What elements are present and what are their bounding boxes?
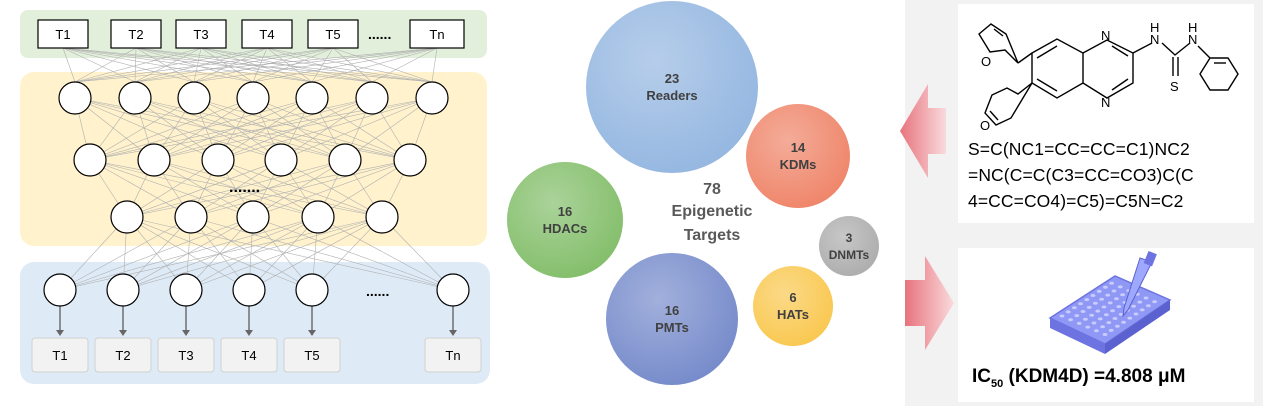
output-target-label: T4: [241, 348, 256, 363]
smiles-line: 4=CC=CO4)=C5)=C5N=C2: [968, 191, 1184, 211]
output-target-box: [283, 337, 341, 373]
bubble-label: HDACs: [543, 221, 588, 236]
neuron-node: [236, 200, 270, 234]
neuron-node: [355, 81, 389, 115]
output-target-label: T2: [115, 348, 130, 363]
bubble-label: DNMTs: [829, 248, 870, 262]
ic50-value: (KDM4D) =4.808 μM: [1003, 366, 1186, 387]
molecule-atoms: O O N N N H N H S: [980, 20, 1197, 133]
input-target-label: T2: [128, 27, 143, 42]
center-label-line1: Epigenetic: [672, 203, 753, 220]
neuron-node: [328, 143, 362, 177]
input-target-label: T5: [325, 27, 340, 42]
neuron-node: [201, 143, 235, 177]
input-target-box: [37, 19, 89, 49]
center-count: 78: [703, 181, 721, 198]
input-target-box: [307, 19, 359, 49]
output-arrows: [56, 306, 457, 336]
input-target-box: [241, 19, 293, 49]
neuron-node: [169, 273, 203, 307]
hidden-band: [20, 72, 487, 246]
output-target-box: [424, 337, 482, 373]
svg-text:N: N: [1101, 95, 1110, 110]
input-target-boxes: T1 T2 T3 T4 T5 Tn: [37, 19, 465, 49]
bubble-label: KDMs: [780, 157, 817, 172]
bubble-count: 6: [789, 290, 796, 305]
hidden-ellipsis: .......: [229, 179, 260, 196]
smiles-string: S=C(NC1=CC=CC=C1)NC2 =NC(C=C(C3=CC=CO3)C…: [968, 136, 1230, 214]
input-ellipsis: ......: [368, 26, 391, 42]
neuron-node: [118, 81, 152, 115]
svg-text:O: O: [980, 118, 990, 133]
right-arrow: [905, 256, 954, 350]
input-target-label: T1: [55, 27, 70, 42]
bubble-label: PMTs: [655, 320, 689, 335]
ic50-subscript: 50: [991, 377, 1004, 390]
bubble-count: 3: [846, 231, 853, 245]
ic50-prefix: IC: [972, 366, 991, 387]
neuron-node: [415, 81, 449, 115]
smiles-line: =NC(C=C(C3=CC=CO3)C(C: [968, 165, 1194, 185]
neuron-node: [295, 273, 329, 307]
svg-text:H: H: [1188, 20, 1197, 35]
svg-text:H: H: [1150, 20, 1159, 35]
neuron-node: [365, 200, 399, 234]
svg-text:O: O: [981, 54, 991, 69]
neuron-node: [73, 143, 107, 177]
neuron-node: [232, 273, 266, 307]
input-target-label: Tn: [429, 27, 444, 42]
input-target-box: [409, 19, 465, 49]
neuron-node: [393, 143, 427, 177]
svg-text:N: N: [1101, 28, 1110, 43]
output-target-boxes: T1 T2 T3 T4 T5 Tn: [31, 337, 482, 373]
neuron-node: [137, 143, 171, 177]
bubble-count: 16: [558, 204, 572, 219]
neuron-node: [295, 81, 329, 115]
bubble-label: Readers: [646, 88, 697, 103]
neuron-node: [301, 200, 335, 234]
input-target-label: T3: [193, 27, 208, 42]
output-target-label: T1: [52, 348, 67, 363]
smiles-line: S=C(NC1=CC=CC=C1)NC2: [968, 139, 1190, 159]
neuron-node: [110, 200, 144, 234]
output-target-label: T3: [178, 348, 193, 363]
svg-text:N: N: [1150, 32, 1159, 47]
neuron-node: [436, 273, 470, 307]
well-plate-icon: [1048, 250, 1172, 354]
neuron-node: [264, 143, 298, 177]
network-nodes: [43, 81, 470, 307]
bubble-count: 16: [665, 303, 679, 318]
bubble-count: 14: [791, 140, 806, 155]
output-target-box: [220, 337, 278, 373]
neuron-node: [43, 273, 77, 307]
input-target-label: T4: [259, 27, 274, 42]
output-target-label: T5: [304, 348, 319, 363]
output-target-box: [31, 337, 89, 373]
output-target-box: [157, 337, 215, 373]
svg-text:N: N: [1188, 32, 1197, 47]
left-arrow: [900, 84, 946, 178]
neuron-node: [177, 81, 211, 115]
neuron-node: [236, 81, 270, 115]
neuron-node: [106, 273, 140, 307]
neuron-node: [58, 81, 92, 115]
output-target-label: Tn: [445, 348, 460, 363]
input-target-box: [110, 19, 162, 49]
center-label-line2: Targets: [684, 227, 741, 244]
output-target-box: [94, 337, 152, 373]
molecule-structure: [978, 23, 1239, 126]
input-target-box: [175, 19, 227, 49]
ic50-result: IC50 (KDM4D) =4.808 μM: [972, 366, 1242, 390]
neuron-node: [174, 200, 208, 234]
bubble-count: 23: [665, 71, 679, 86]
svg-text:S: S: [1170, 79, 1179, 94]
bubble-label: HATs: [777, 307, 809, 322]
output-ellipsis: ......: [366, 283, 389, 299]
